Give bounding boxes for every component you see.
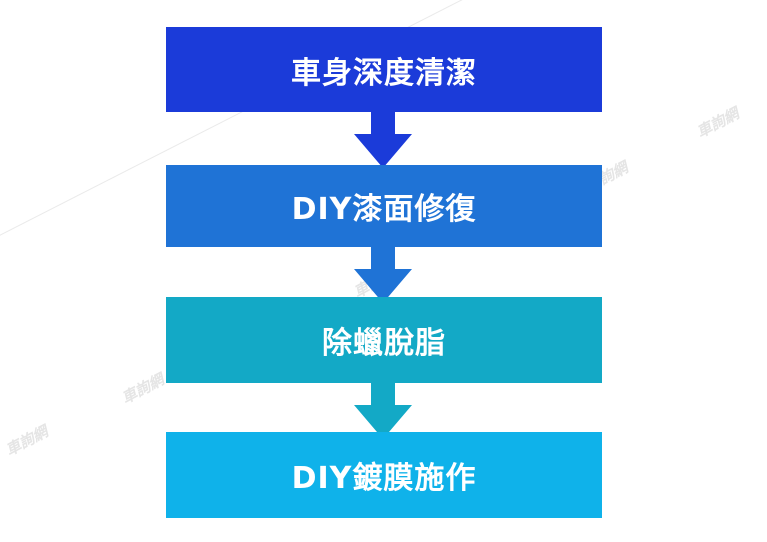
arrow-shape xyxy=(354,383,412,439)
step-3-label: 除蠟脫脂 xyxy=(322,326,446,361)
watermark-text: 車詢網 xyxy=(118,370,167,408)
step-1-box: 車身深度清潔 xyxy=(166,27,602,112)
step-2-label: DIY漆面修復 xyxy=(291,192,477,227)
down-arrow-icon xyxy=(354,112,412,168)
step-3-box: 除蠟脫脂 xyxy=(166,297,602,383)
arrow-shape xyxy=(354,247,412,303)
down-arrow-icon xyxy=(354,247,412,303)
step-4-label: DIY鍍膜施作 xyxy=(291,461,477,496)
arrow-shape xyxy=(354,112,412,168)
down-arrow-icon xyxy=(354,383,412,439)
watermark-text: 車詢網 xyxy=(2,422,51,460)
step-1-label: 車身深度清潔 xyxy=(291,55,477,91)
step-2-box: DIY漆面修復 xyxy=(166,165,602,247)
step-4-box: DIY鍍膜施作 xyxy=(166,432,602,518)
watermark-text: 車詢網 xyxy=(693,104,742,142)
